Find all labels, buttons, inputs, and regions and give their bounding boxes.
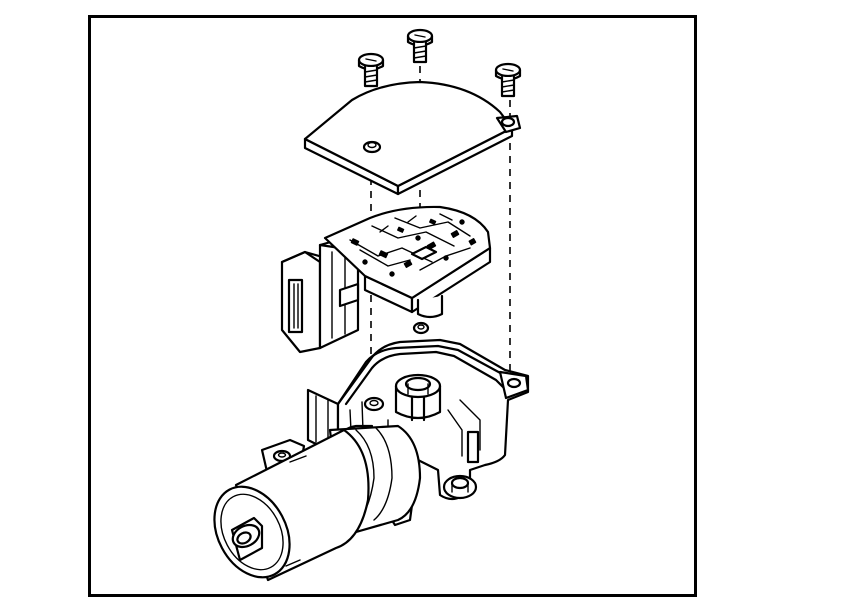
motor [213, 424, 422, 582]
screw-middle [406, 28, 434, 64]
screw-right [494, 62, 522, 98]
circuit-board [280, 205, 492, 354]
cover-plate [303, 80, 522, 196]
screw-left [357, 52, 385, 88]
